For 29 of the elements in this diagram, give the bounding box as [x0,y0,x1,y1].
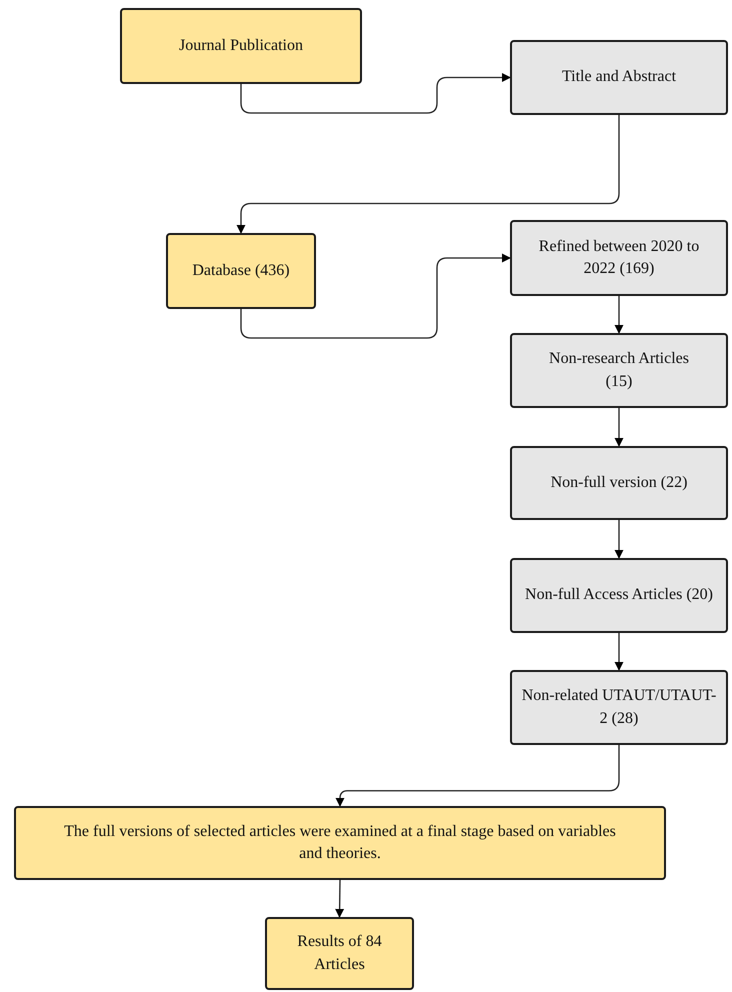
process-box [510,40,728,115]
box-label: Non-full version (22) [550,472,688,493]
box-label: Title and Abstract [562,67,676,88]
box-label: Database (436) [192,260,290,281]
box-label: The full versions of selected articles were examined at a final stage based on variables and theories. [63,822,617,864]
box-label: Non-related UTAUT/UTAUT-2 (28) [520,686,718,728]
box-label: Journal Publication [179,36,303,56]
arrow [614,633,624,671]
arrow [240,72,511,114]
arrow [240,253,511,339]
box-label: Refined between 2020 to 2022 (169) [538,236,700,279]
process-box [14,806,666,880]
box-label: Non-full Access Articles (20) [525,585,713,606]
box-label: Results of 84 Articles [296,932,383,974]
arrow [614,408,624,447]
process-box [510,670,728,745]
arrow [236,115,620,234]
process-box [166,233,316,309]
process-box [265,917,414,990]
arrow [335,880,344,918]
arrow [614,520,624,559]
box-label: Non-research Articles (15) [548,349,690,392]
process-box [510,446,728,520]
process-box [510,333,728,408]
arrow [614,296,624,334]
process-box [510,558,728,633]
process-box [510,220,728,296]
process-box [120,8,362,84]
arrow [335,745,620,807]
